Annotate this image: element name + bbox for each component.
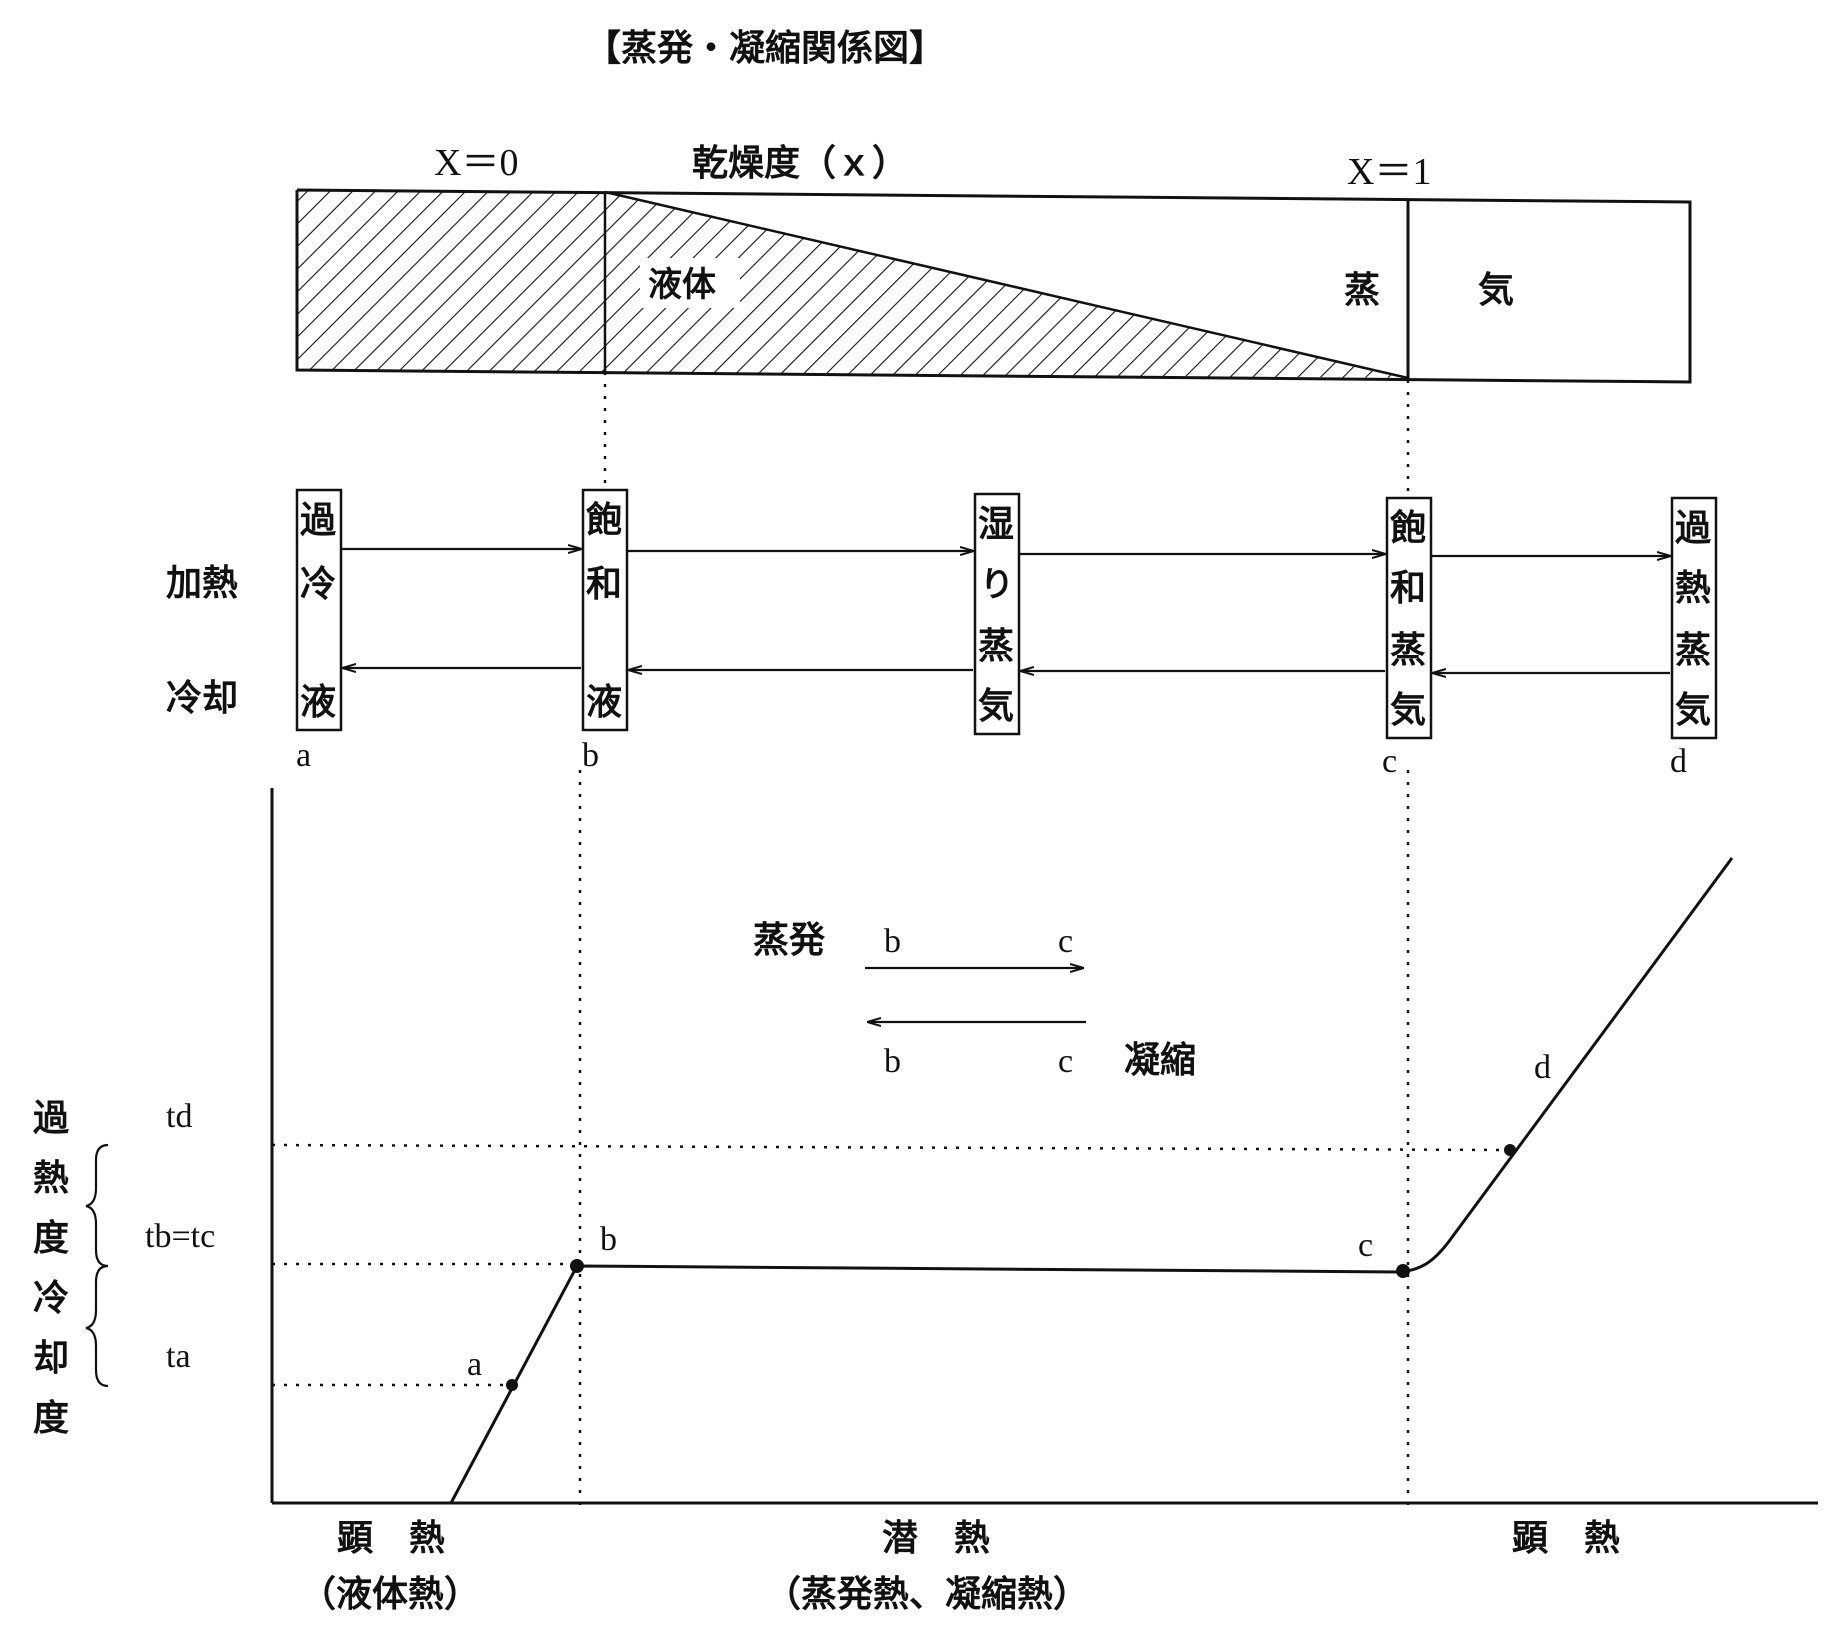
curve-point-b: b [600,1221,617,1258]
cooling-label: 冷却 [166,678,238,719]
latent-heat: 潜 熱 [882,1518,990,1559]
state-char: 気 [1390,690,1426,731]
state-char: 蒸 [1390,630,1426,671]
dryness-label: 乾燥度（ｘ） [692,143,908,184]
state-char: 飽 [586,500,622,541]
subcool-brace [85,1264,109,1388]
curve-point-d: d [1534,1049,1551,1086]
evap-from-b: b [884,923,901,960]
state-char: 液 [586,682,622,723]
vertical-label-char: 度 [33,1218,69,1259]
state-char: 湿 [978,504,1014,545]
liquid-boundary-diagonal [604,190,1409,380]
point-d-dot [1504,1144,1516,1156]
state-char: 和 [586,564,622,605]
state-char: 和 [1390,568,1426,609]
state-char: 熱 [1675,568,1711,609]
liquid-hatch-region [297,190,1408,378]
state-char: 飽 [1390,508,1426,549]
vertical-label-char: 冷 [33,1278,69,1319]
cond-from-b: b [884,1043,901,1080]
curve-point-a: a [467,1346,482,1383]
x0-label: X＝0 [434,142,518,184]
latent-heat-sub: （蒸発熱、凝縮熱） [765,1574,1089,1615]
temp-label-ta: ta [166,1338,191,1375]
dryness-bar-outline [295,188,1692,384]
state-point-c: c [1382,743,1397,780]
state-box-saturated-liquid: 飽 和 液 [581,488,629,732]
state-char: り [980,565,1014,605]
state-char: 冷 [300,564,336,605]
condensation-label: 凝縮 [1124,1040,1196,1081]
vertical-label-char: 熱 [33,1158,69,1199]
state-box-superheated-vapor: 過 熱 蒸 気 [1670,496,1718,740]
state-char: 蒸 [978,626,1014,667]
temp-label-td: td [166,1098,192,1135]
temperature-graph: 蒸発 b c b c 凝縮 a b c d td tb=tc ta 過 熱 度 … [33,788,1818,1615]
cond-to-c: c [1058,1043,1073,1080]
state-point-d: d [1670,743,1687,780]
evap-to-c: c [1058,923,1073,960]
state-point-a: a [296,737,311,774]
point-c-dot [1396,1264,1410,1278]
point-a-dot [506,1379,518,1391]
state-char: 気 [1675,690,1711,731]
state-char: 過 [300,500,337,541]
vertical-label-char: 度 [33,1398,69,1439]
heating-label: 加熱 [166,563,238,604]
sensible-heat-right: 顕 熱 [1512,1518,1620,1559]
vertical-label-char: 却 [33,1338,69,1379]
superheat-brace [85,1143,109,1268]
sensible-heat-left-sub: （液体熱） [300,1574,480,1615]
liquid-label: 液体 [648,265,716,305]
state-box-wet-vapor: 湿 り 蒸 気 [973,492,1021,736]
vapor-label-left: 蒸 [1344,270,1380,311]
state-char: 気 [978,686,1014,727]
dryness-bar: X＝0 乾燥度（ｘ） X＝1 液体 蒸 気 [295,142,1692,384]
sensible-heat-left: 顕 熱 [337,1518,445,1559]
temp-label-tbtc: tb=tc [145,1218,215,1255]
state-box-saturated-vapor: 飽 和 蒸 気 [1385,496,1433,740]
diagram-title: 【蒸発・凝縮関係図】 [585,28,945,69]
vapor-label-right: 気 [1478,270,1514,311]
temperature-curve [449,857,1734,1504]
process-section: 加熱 冷却 過 冷 液 飽 和 液 湿 り 蒸 気 飽 和 蒸 気 [166,488,1718,780]
state-char: 蒸 [1675,630,1711,671]
td-guide [271,1143,1511,1152]
state-box-subcooled-liquid: 過 冷 液 [295,488,343,732]
point-b-dot [570,1259,584,1273]
x1-label: X＝1 [1347,151,1431,193]
curve-point-c: c [1358,1227,1373,1264]
state-char: 液 [300,682,336,723]
state-point-b: b [582,737,599,774]
vertical-label-char: 過 [33,1098,70,1139]
evaporation-label: 蒸発 [753,920,826,961]
state-char: 過 [1675,508,1712,549]
